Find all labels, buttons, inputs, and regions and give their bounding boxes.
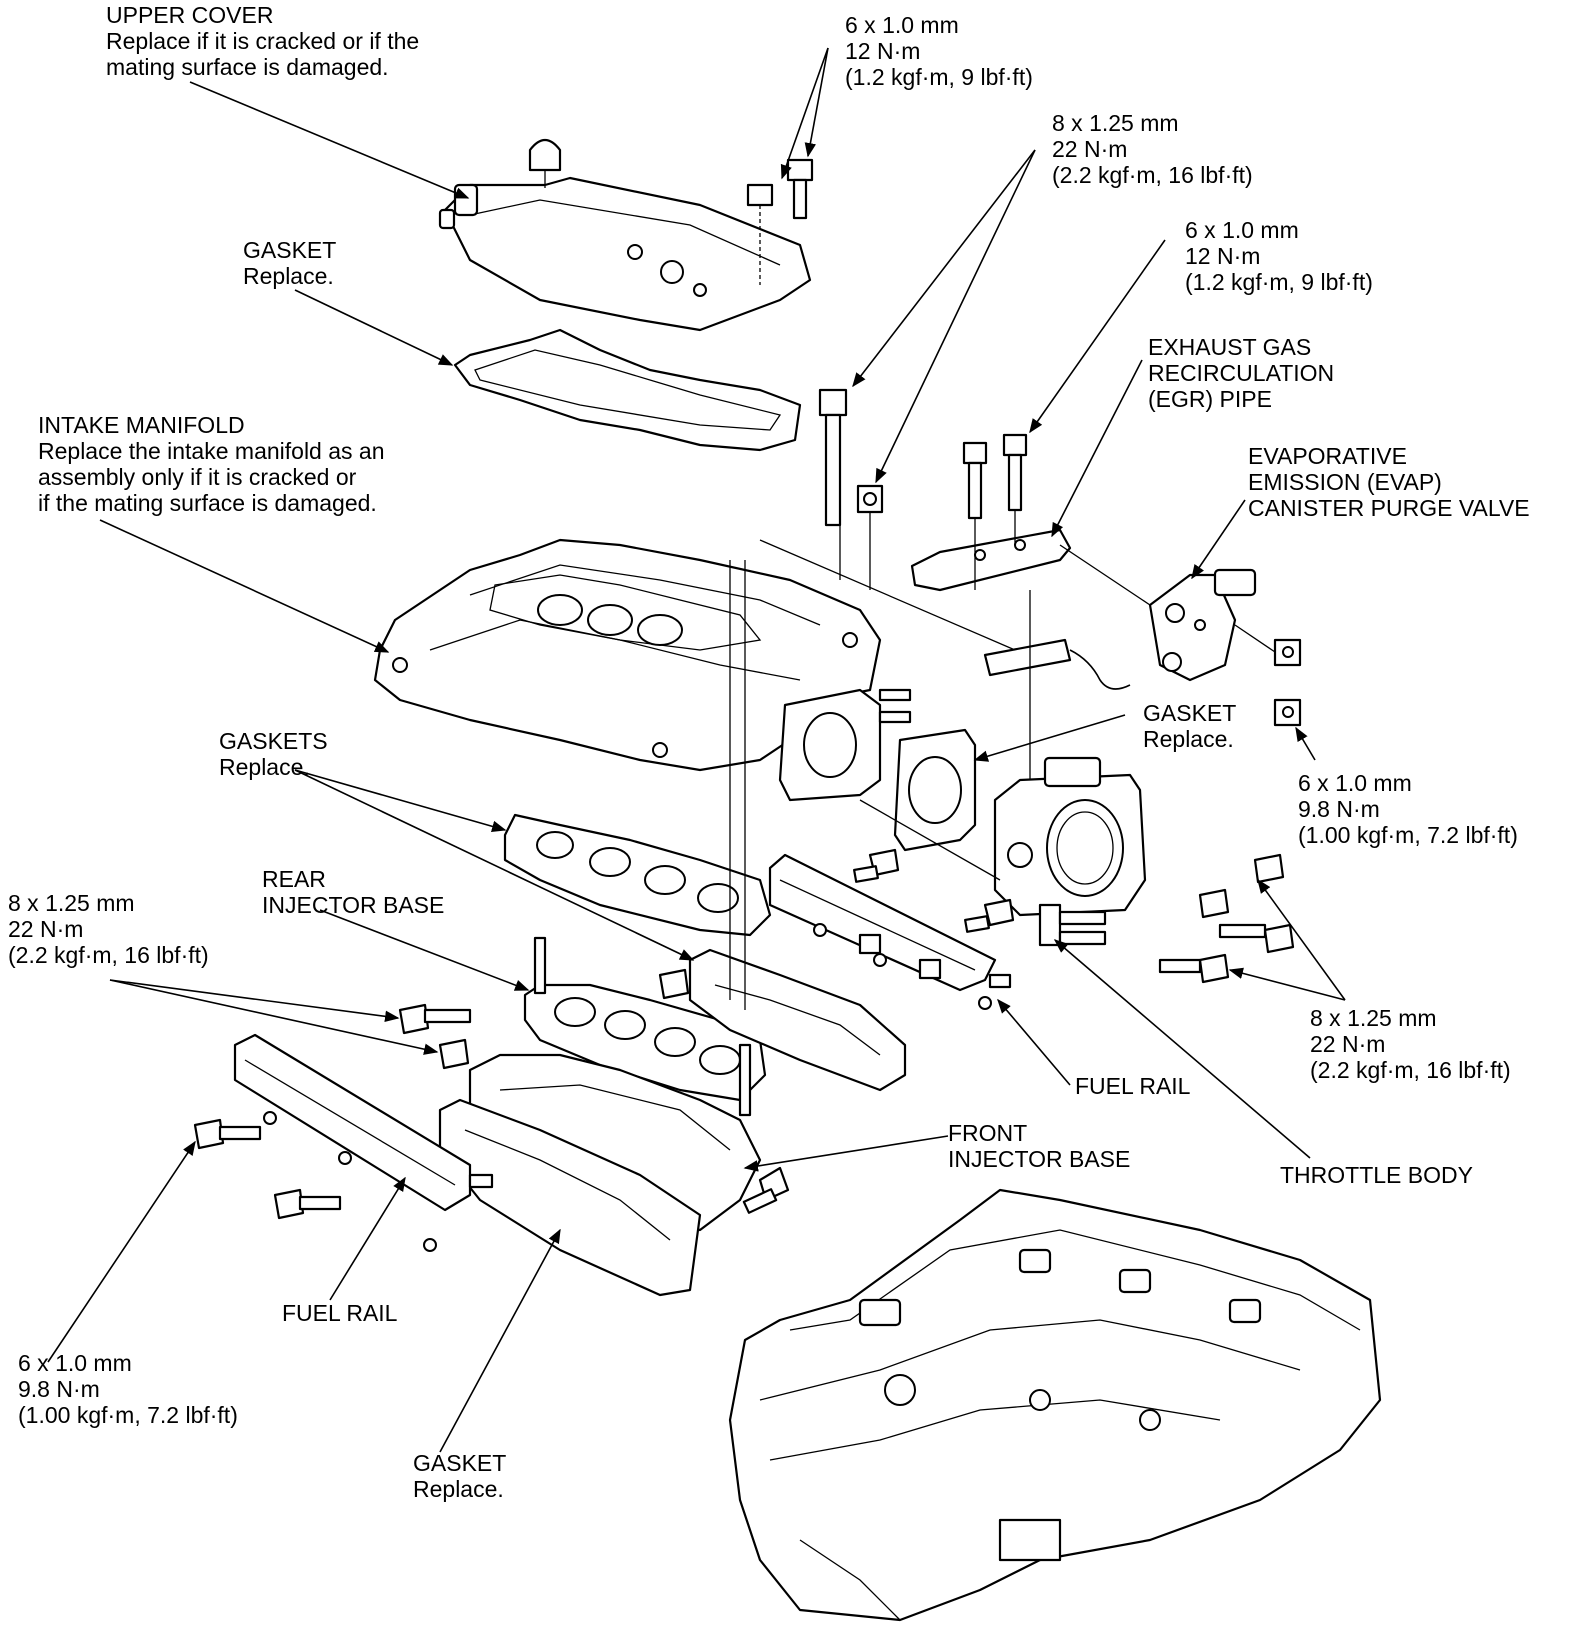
cover-cap-nut bbox=[528, 138, 562, 188]
label-front-injector-base: FRONT INJECTOR BASE bbox=[948, 1120, 1131, 1172]
engine-block bbox=[728, 1188, 1382, 1622]
label-gaskets-mid: GASKETS Replace. bbox=[219, 728, 328, 780]
label-bolt-bottom-left: 6 x 1.0 mm 9.8 N·m (1.00 kgf·m, 7.2 lbf·… bbox=[18, 1350, 238, 1428]
right-manifold-gasket-part bbox=[688, 948, 907, 1092]
label-gasket-upper: GASKET Replace. bbox=[243, 237, 337, 289]
injector-base-gasket-part bbox=[503, 813, 772, 937]
label-bolt-top: 6 x 1.0 mm 12 N·m (1.2 kgf·m, 9 lbf·ft) bbox=[845, 12, 1033, 90]
evap-purge-valve-part bbox=[1148, 568, 1257, 682]
label-evap-valve: EVAPORATIVE EMISSION (EVAP) CANISTER PUR… bbox=[1248, 443, 1530, 521]
label-rear-injector-base: REAR INJECTOR BASE bbox=[262, 866, 445, 918]
fuel-rail-bolts-right bbox=[853, 848, 1015, 933]
label-intake-manifold: INTAKE MANIFOLD Replace the intake manif… bbox=[38, 412, 385, 516]
evap-nuts bbox=[1273, 638, 1302, 727]
cover-bolts bbox=[746, 158, 814, 285]
right-fuel-rail-part bbox=[768, 853, 1012, 1010]
label-upper-cover: UPPER COVER Replace if it is cracked or … bbox=[106, 2, 420, 80]
label-gasket-bottom: GASKET Replace. bbox=[413, 1450, 507, 1502]
label-fuel-rail-left: FUEL RAIL bbox=[282, 1300, 398, 1326]
intake-manifold-part bbox=[373, 538, 882, 772]
throttle-gasket-part bbox=[893, 728, 977, 852]
label-gasket-throttle: GASKET Replace. bbox=[1143, 700, 1237, 752]
label-bolt-left: 8 x 1.25 mm 22 N·m (2.2 kgf·m, 16 lbf·ft… bbox=[8, 890, 209, 968]
alignment-lines bbox=[729, 510, 1276, 1010]
manifold-throttle-flange bbox=[778, 688, 912, 802]
egr-bolts bbox=[962, 433, 1028, 520]
left-bolts bbox=[193, 968, 790, 1220]
manifold-nut bbox=[856, 484, 884, 514]
throttle-body-part bbox=[993, 756, 1147, 947]
upper-cover-part bbox=[438, 176, 812, 332]
long-manifold-bolt bbox=[818, 388, 848, 527]
right-bolts bbox=[1158, 853, 1295, 984]
label-bolt-egr: 6 x 1.0 mm 12 N·m (1.2 kgf·m, 9 lbf·ft) bbox=[1185, 217, 1373, 295]
label-egr-pipe: EXHAUST GAS RECIRCULATION (EGR) PIPE bbox=[1148, 334, 1335, 412]
left-fuel-rail-part bbox=[233, 1033, 494, 1252]
upper-gasket-part bbox=[453, 328, 802, 452]
label-fuel-rail-right: FUEL RAIL bbox=[1075, 1073, 1191, 1099]
egr-tube bbox=[983, 638, 1131, 690]
leader-arrows bbox=[47, 47, 1346, 1453]
label-bolt-8-top: 8 x 1.25 mm 22 N·m (2.2 kgf·m, 16 lbf·ft… bbox=[1052, 110, 1253, 188]
egr-pipe-part bbox=[910, 528, 1072, 592]
label-nut-right: 6 x 1.0 mm 9.8 N·m (1.00 kgf·m, 7.2 lbf·… bbox=[1298, 770, 1518, 848]
label-throttle-body: THROTTLE BODY bbox=[1280, 1162, 1473, 1188]
label-bolt-right: 8 x 1.25 mm 22 N·m (2.2 kgf·m, 16 lbf·ft… bbox=[1310, 1005, 1511, 1083]
